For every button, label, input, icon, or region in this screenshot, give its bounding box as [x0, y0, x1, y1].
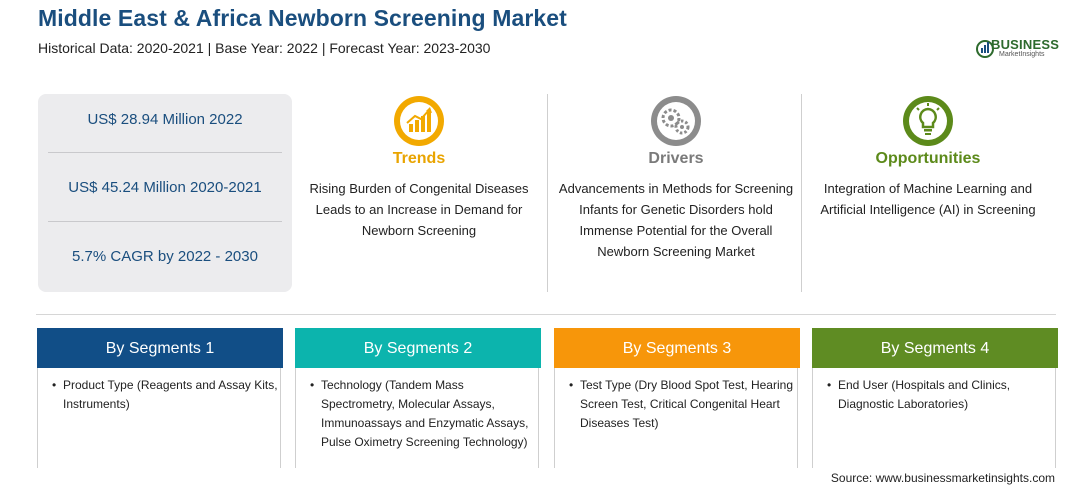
- section-divider: [36, 314, 1056, 315]
- segment-4-title: By Segments 4: [812, 328, 1058, 368]
- gears-icon: [651, 96, 701, 146]
- column-divider: [801, 94, 802, 292]
- segment-4-text: End User (Hospitals and Clinics, Diagnos…: [838, 378, 1011, 411]
- stat-historical-value: US$ 45.24 Million 2020-2021: [68, 179, 262, 196]
- segment-card-3: By Segments 3 • Test Type (Dry Blood Spo…: [554, 328, 800, 468]
- drivers-label: Drivers: [648, 150, 704, 167]
- segment-3-text: Test Type (Dry Blood Spot Test, Hearing …: [580, 378, 793, 430]
- segment-card-2: By Segments 2 • Technology (Tandem Mass …: [295, 328, 541, 468]
- trend-chart-icon: [394, 96, 444, 146]
- segment-card-4: By Segments 4 • End User (Hospitals and …: [812, 328, 1058, 468]
- logo-wordmark: BUSINESS: [991, 37, 1060, 52]
- stat-market-size-2022: US$ 28.94 Million 2022: [87, 111, 243, 128]
- page-subtitle: Historical Data: 2020-2021 | Base Year: …: [38, 40, 491, 56]
- stat-divider: [48, 221, 282, 222]
- company-logo: BUSINESS MarketInsights: [975, 36, 1065, 62]
- logo-tagline: MarketInsights: [999, 51, 1045, 58]
- bullet-icon: •: [52, 378, 57, 392]
- segment-1-title: By Segments 1: [37, 328, 283, 368]
- lightbulb-icon: [903, 96, 953, 146]
- segment-3-title: By Segments 3: [554, 328, 800, 368]
- segment-1-text: Product Type (Reagents and Assay Kits, I…: [63, 378, 278, 411]
- bullet-icon: •: [569, 378, 574, 392]
- segment-card-1: By Segments 1 • Product Type (Reagents a…: [37, 328, 283, 468]
- opportunities-column: Opportunities Integration of Machine Lea…: [810, 94, 1046, 292]
- column-divider: [547, 94, 548, 292]
- trends-label: Trends: [392, 150, 446, 167]
- logo-globe-icon: [976, 40, 994, 58]
- bullet-icon: •: [827, 378, 832, 392]
- page-title: Middle East & Africa Newborn Screening M…: [38, 5, 567, 31]
- drivers-column: Drivers Advancements in Methods for Scre…: [556, 94, 796, 292]
- segment-2-item: • Technology (Tandem Mass Spectrometry, …: [310, 376, 538, 452]
- source-credit: Source: www.businessmarketinsights.com: [830, 471, 1055, 485]
- segment-2-title: By Segments 2: [295, 328, 541, 368]
- opportunities-description: Integration of Machine Learning and Arti…: [820, 181, 1036, 217]
- segment-3-item: • Test Type (Dry Blood Spot Test, Hearin…: [569, 376, 797, 433]
- stat-divider: [48, 152, 282, 153]
- stat-cagr: 5.7% CAGR by 2022 - 2030: [72, 248, 258, 265]
- drivers-description: Advancements in Methods for Screening In…: [558, 181, 794, 259]
- trends-column: Trends Rising Burden of Congenital Disea…: [298, 94, 540, 292]
- segment-1-item: • Product Type (Reagents and Assay Kits,…: [52, 376, 280, 414]
- market-stats-panel: US$ 28.94 Million 2022 US$ 45.24 Million…: [38, 94, 292, 292]
- segment-4-item: • End User (Hospitals and Clinics, Diagn…: [827, 376, 1055, 414]
- opportunities-label: Opportunities: [875, 150, 981, 167]
- trends-description: Rising Burden of Congenital Diseases Lea…: [309, 181, 529, 238]
- segment-2-text: Technology (Tandem Mass Spectrometry, Mo…: [321, 378, 529, 449]
- bullet-icon: •: [310, 378, 315, 392]
